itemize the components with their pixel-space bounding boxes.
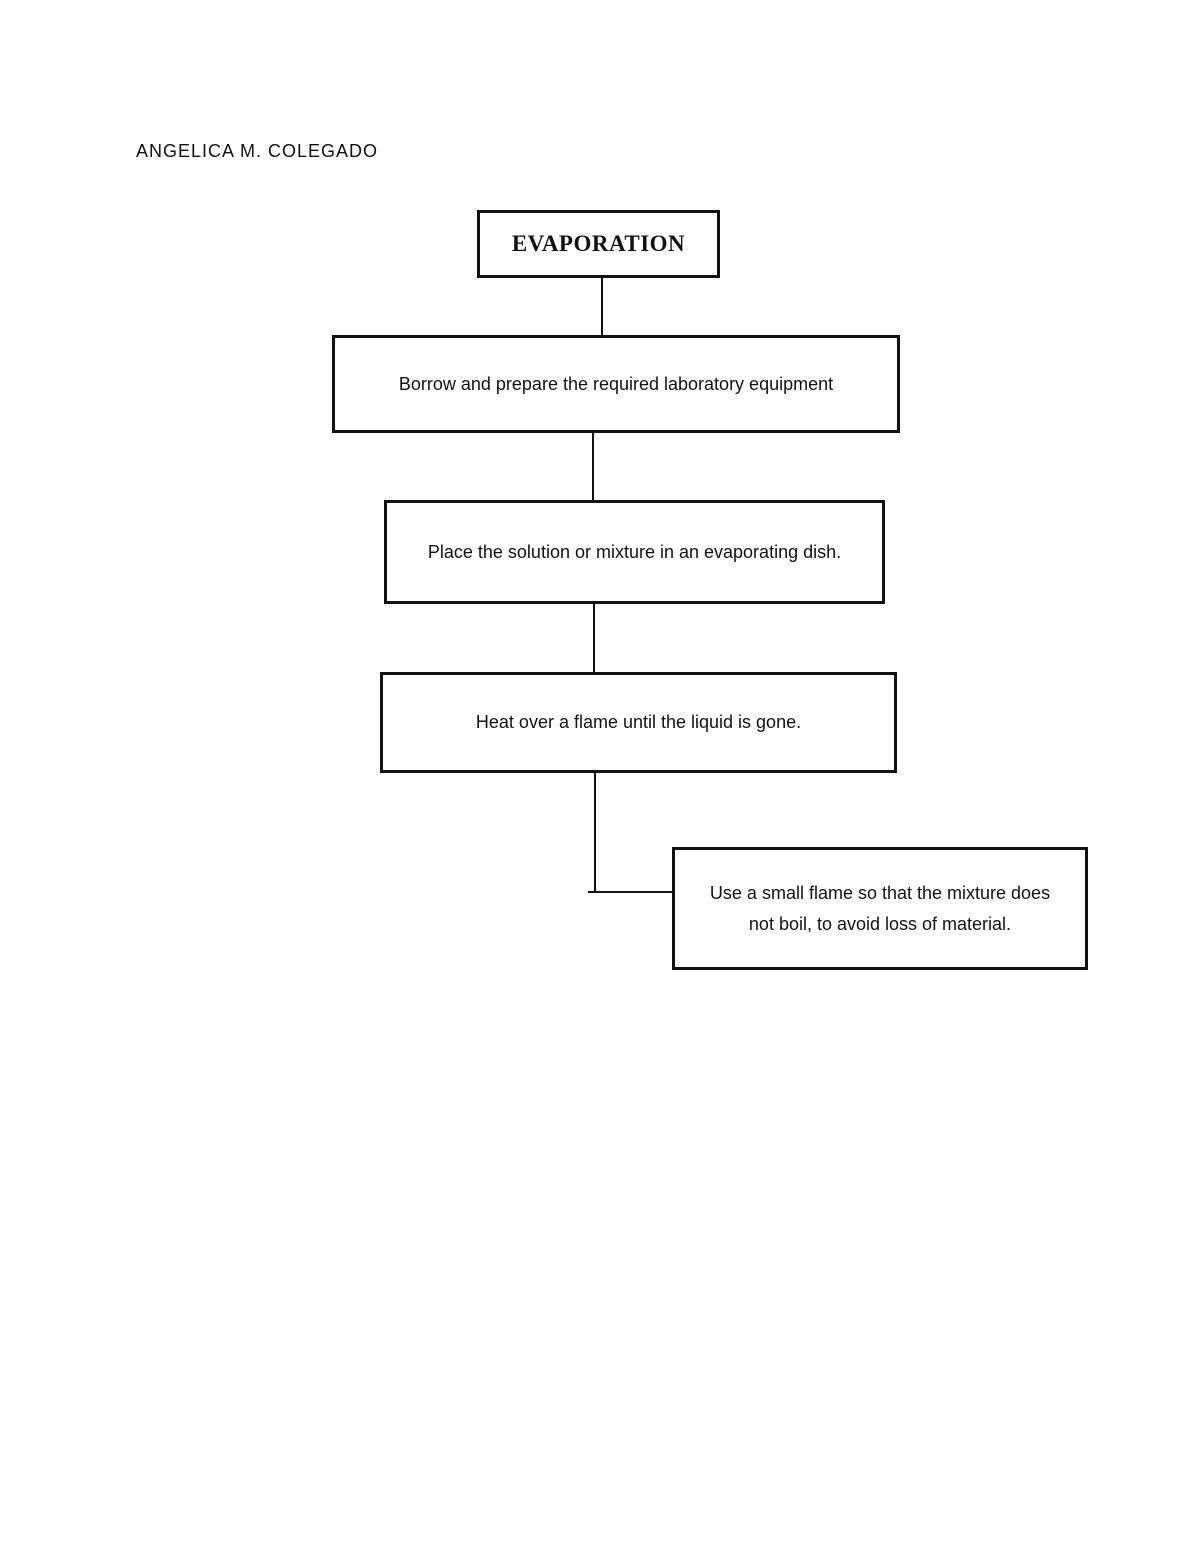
flowchart-title-label: EVAPORATION <box>511 231 686 256</box>
flowchart-step-box: Borrow and prepare the required laborato… <box>332 335 900 433</box>
step-label: Place the solution or mixture in an evap… <box>427 541 842 562</box>
step-label: Heat over a flame until the liquid is go… <box>475 712 802 733</box>
connector-step1-to-step2 <box>592 432 594 502</box>
connector-step3-to-note-vertical <box>594 772 596 893</box>
flowchart-note-box: Use a small flame so that the mixture do… <box>672 847 1088 970</box>
connector-step3-to-note-horizontal <box>588 891 674 893</box>
flowchart-title-box: EVAPORATION <box>477 210 720 278</box>
flowchart-step-box: Place the solution or mixture in an evap… <box>384 500 885 604</box>
connector-title-to-step1 <box>601 278 603 337</box>
flowchart-step-box: Heat over a flame until the liquid is go… <box>380 672 897 773</box>
note-label: Use a small flame so that the mixture do… <box>709 882 1051 934</box>
step-label: Borrow and prepare the required laborato… <box>398 373 834 394</box>
author-name: ANGELICA M. COLEGADO <box>136 141 379 161</box>
connector-step2-to-step3 <box>593 603 595 674</box>
